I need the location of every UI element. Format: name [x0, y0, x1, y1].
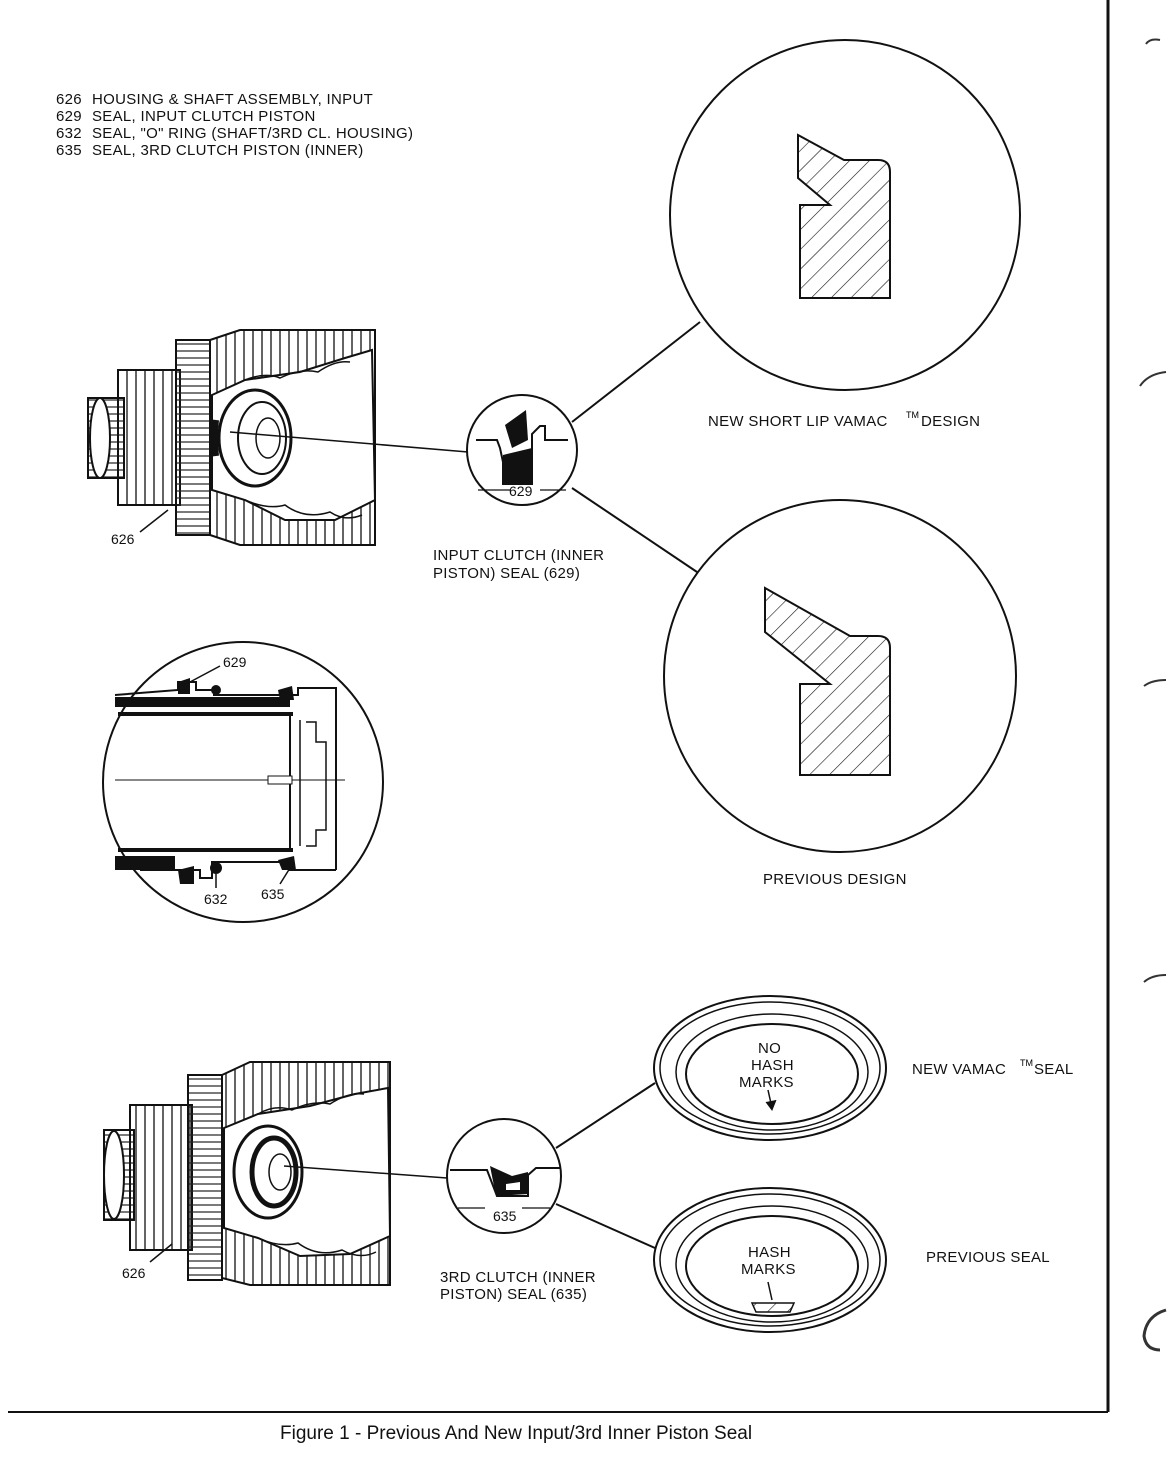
connector-to-previous-seal — [555, 1203, 656, 1249]
input-housing-assembly-top — [87, 329, 469, 546]
tm-mark-2: TM — [1020, 1058, 1033, 1068]
callout-629-section: 629 — [223, 654, 247, 670]
hash-text-1: HASH — [748, 1244, 791, 1261]
svg-text:NEW SHORT LIP VAMAC: NEW SHORT LIP VAMAC — [708, 413, 888, 430]
tm-mark-1: TM — [906, 410, 919, 420]
no-hash-text-2: HASH — [751, 1057, 794, 1074]
legend-text-629: SEAL, INPUT CLUTCH PISTON — [92, 108, 316, 125]
legend-num-629: 629 — [56, 108, 82, 125]
third-clutch-label-line2: PISTON) SEAL (635) — [440, 1286, 587, 1303]
new-vamac-seal-suffix: SEAL — [1034, 1061, 1074, 1078]
legend-num-635: 635 — [56, 142, 82, 159]
new-short-lip-design-circle — [669, 39, 1021, 391]
legend-num-626: 626 — [56, 91, 82, 108]
new-short-lip-design-suffix: DESIGN — [921, 413, 980, 430]
input-housing-assembly-bottom — [103, 1061, 448, 1286]
input-clutch-label-line2: PISTON) SEAL (629) — [433, 565, 580, 582]
input-clutch-label-line1: INPUT CLUTCH (INNER — [433, 547, 604, 564]
seal-635-detail-circle — [446, 1118, 562, 1234]
legend-num-632: 632 — [56, 125, 82, 142]
page-border — [8, 0, 1167, 1413]
callout-626-top: 626 — [111, 531, 135, 547]
legend: 626 HOUSING & SHAFT ASSEMBLY, INPUT 629 … — [56, 91, 413, 159]
callout-626-bottom: 626 — [122, 1265, 146, 1281]
seal-629-detail-circle — [466, 394, 578, 506]
callout-635-section: 635 — [261, 886, 285, 902]
callout-635-bottom: 635 — [493, 1208, 517, 1224]
new-vamac-seal-text: NEW VAMAC — [912, 1061, 1006, 1078]
new-vamac-seal-ring — [653, 995, 887, 1141]
new-short-lip-text: NEW SHORT LIP VAMAC — [708, 413, 888, 430]
new-short-lip-label: NEW SHORT LIP VAMAC TM DESIGN — [708, 410, 980, 430]
previous-seal-label: PREVIOUS SEAL — [926, 1249, 1050, 1266]
previous-seal-ring — [653, 1187, 887, 1333]
leader-626-top — [139, 509, 169, 533]
legend-text-626: HOUSING & SHAFT ASSEMBLY, INPUT — [92, 91, 373, 108]
cross-section-circle — [102, 641, 384, 923]
legend-text-632: SEAL, "O" RING (SHAFT/3RD CL. HOUSING) — [92, 125, 413, 142]
previous-design-circle — [663, 499, 1017, 853]
no-hash-text-1: NO — [758, 1040, 781, 1057]
callout-632: 632 — [204, 891, 228, 907]
legend-text-635: SEAL, 3RD CLUTCH PISTON (INNER) — [92, 142, 364, 159]
no-hash-text-3: MARKS — [739, 1074, 794, 1091]
new-vamac-seal-label: NEW VAMAC TM SEAL — [912, 1058, 1074, 1078]
callout-629-top: 629 — [509, 483, 533, 499]
hash-text-2: MARKS — [741, 1261, 796, 1278]
previous-design-label: PREVIOUS DESIGN — [763, 871, 907, 888]
connector-to-new-design — [571, 321, 701, 423]
connector-to-previous-design — [571, 487, 698, 573]
third-clutch-label-line1: 3RD CLUTCH (INNER — [440, 1269, 596, 1286]
figure-caption: Figure 1 - Previous And New Input/3rd In… — [280, 1423, 752, 1444]
leader-626-bottom — [149, 1243, 173, 1263]
connector-to-new-seal — [555, 1082, 656, 1149]
